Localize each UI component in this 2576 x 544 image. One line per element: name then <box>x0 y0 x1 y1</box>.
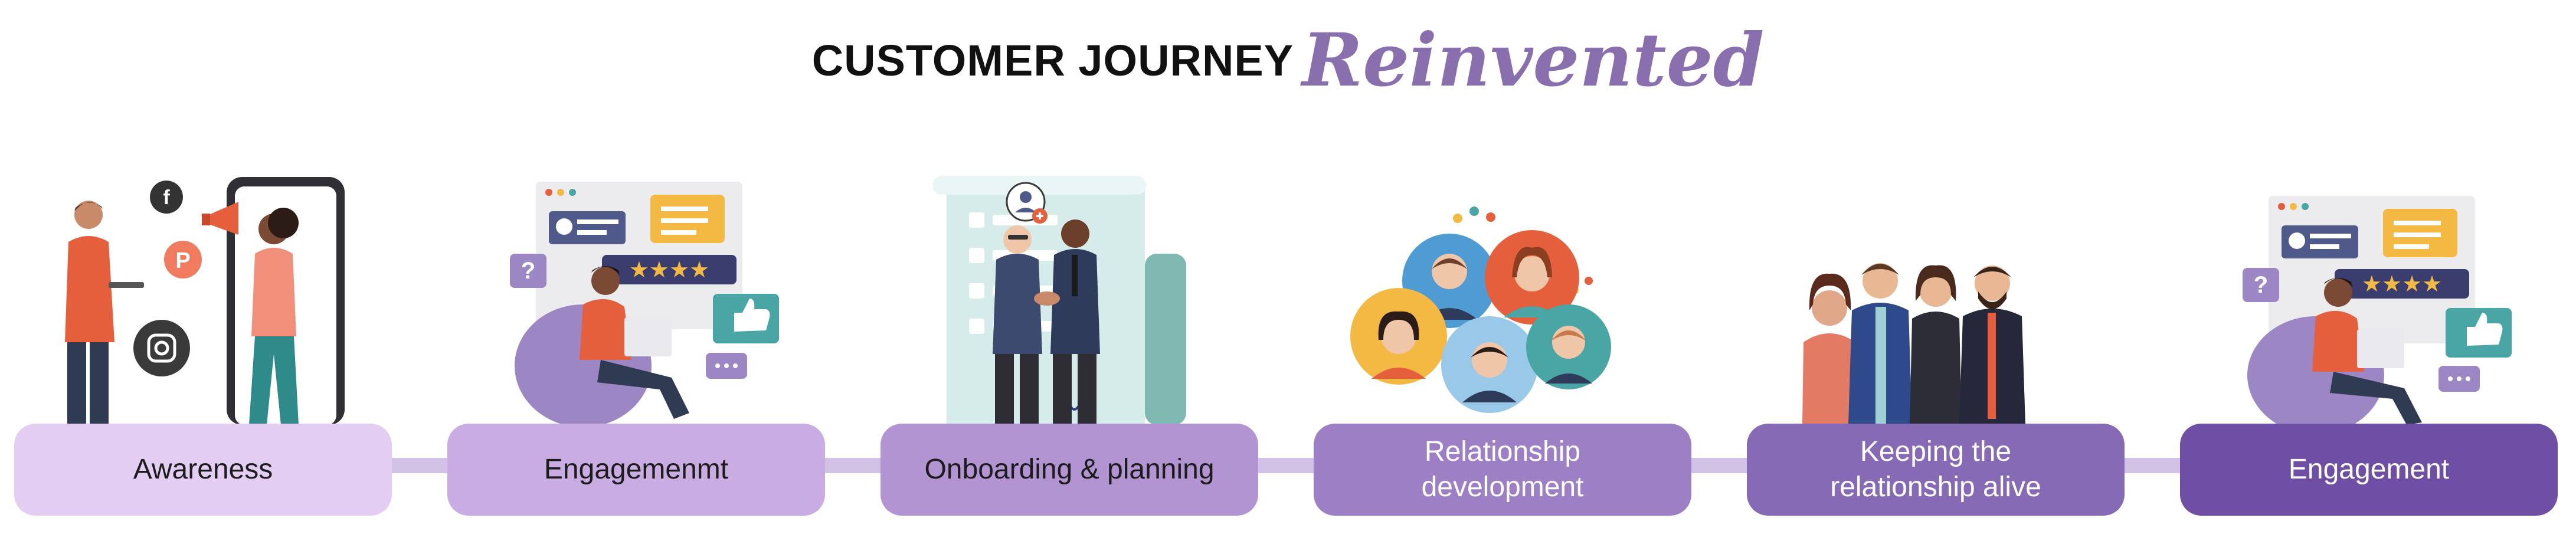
step-label: Keeping the relationship alive <box>1830 436 2041 503</box>
team-illustration <box>1747 165 2125 425</box>
step-keeping-relationship-alive: Keeping the relationship alive <box>1747 424 2125 516</box>
svg-text:f: f <box>163 186 170 209</box>
svg-text:P: P <box>175 248 190 273</box>
title-accent: Reinvented <box>1302 18 1765 103</box>
engagement-illustration: ★★★★ ? <box>447 165 825 425</box>
svg-text:?: ? <box>2254 272 2268 298</box>
step-label: Engagemenmt <box>544 454 729 485</box>
step-onboarding-planning: Onboarding & planning <box>881 424 1258 516</box>
svg-text:?: ? <box>521 258 535 284</box>
step-label: Engagement <box>2288 454 2450 485</box>
woman-figure <box>249 208 299 425</box>
chat-bubble-icon <box>2438 366 2480 392</box>
step-label: Onboarding & planning <box>924 454 1215 485</box>
svg-text:★★★★: ★★★★ <box>629 257 709 283</box>
relationship-illustration <box>1314 165 1691 425</box>
handshake-icon <box>993 219 1100 425</box>
add-user-icon <box>1006 182 1048 224</box>
chat-bubble-icon <box>706 353 747 379</box>
megaphone-icon <box>202 202 238 235</box>
step-label: Awareness <box>133 454 273 485</box>
person-2 <box>1848 263 1912 425</box>
pinterest-icon: P <box>164 241 202 278</box>
step-engagement-final: Engagement <box>2180 424 2558 516</box>
instagram-icon <box>133 320 190 376</box>
engagement-illustration-2: ★★★★ ? <box>2180 165 2558 425</box>
svg-text:★★★★: ★★★★ <box>2362 271 2442 297</box>
awareness-illustration: f P <box>14 165 392 425</box>
facebook-icon: f <box>150 181 183 214</box>
step-awareness: Awareness <box>14 424 392 516</box>
person-3 <box>1910 265 1962 425</box>
step-engagement: Engagemenmt <box>447 424 825 516</box>
rating-stars-icon: ★★★★ <box>2335 269 2469 299</box>
person-4 <box>1959 266 2025 425</box>
man-with-laptop <box>65 201 144 425</box>
onboarding-illustration <box>881 165 1258 425</box>
step-label: Relationship development <box>1421 436 1584 503</box>
question-icon: ? <box>2243 268 2279 302</box>
question-icon: ? <box>510 254 546 288</box>
title-main: CUSTOMER JOURNEY <box>811 36 1294 85</box>
step-relationship-development: Relationship development <box>1314 424 1691 516</box>
thumbs-up-icon <box>2446 308 2512 358</box>
person-1 <box>1802 273 1857 425</box>
thumbs-up-icon <box>713 294 779 343</box>
rating-stars-icon: ★★★★ <box>602 255 737 284</box>
